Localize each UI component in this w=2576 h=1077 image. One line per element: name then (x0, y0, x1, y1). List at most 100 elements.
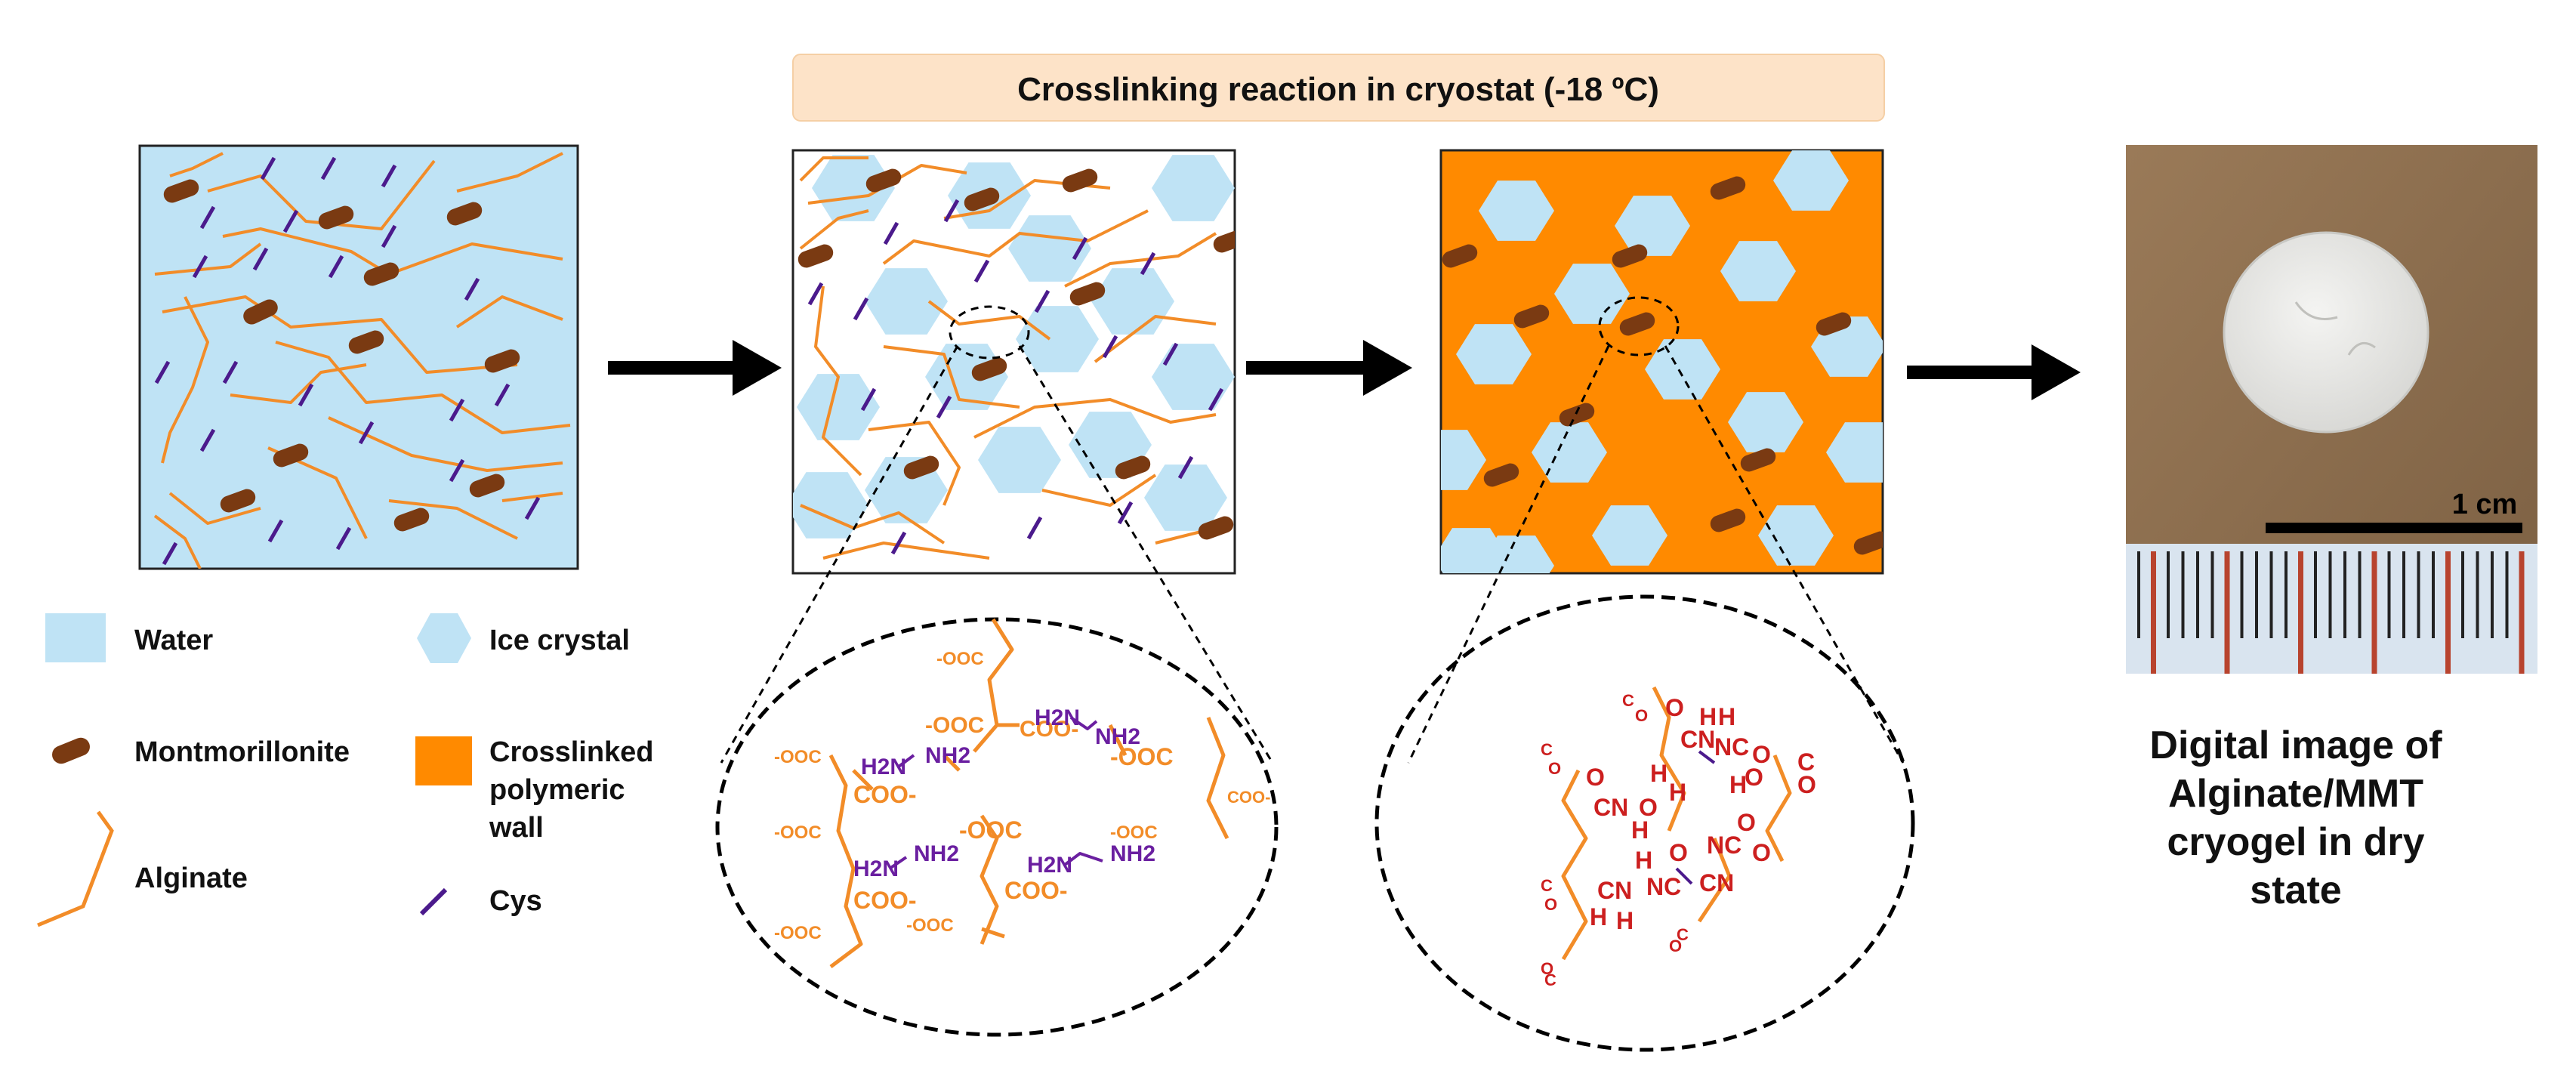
ice-crystal (1152, 155, 1235, 221)
cys-molecule (1034, 289, 1050, 313)
cys-molecule (860, 387, 877, 412)
montmorillonite-particle (1513, 304, 1550, 329)
cys-molecule (282, 209, 299, 233)
legend-wall-label-3: wall (489, 812, 544, 844)
ice-crystal (793, 472, 868, 538)
cys-molecule (464, 277, 480, 301)
montmorillonite-particle (243, 299, 278, 325)
montmorillonite-particle (348, 330, 384, 354)
cys-molecule (1208, 387, 1224, 412)
amine-label: NH2 (925, 743, 970, 768)
cys-molecule (1177, 455, 1194, 480)
cys-molecule (154, 360, 171, 384)
alginate-chain (1697, 838, 1732, 923)
ice-crystal (1826, 422, 1883, 483)
carboxylate-label: -OOC (959, 816, 1023, 844)
carboxylate-label: -OOC (774, 923, 822, 943)
cys-molecule (260, 156, 276, 181)
montmorillonite-particle (273, 443, 309, 468)
montmorillonite-particle (971, 357, 1007, 381)
crosslink-label: H (1650, 760, 1667, 787)
arrow-right-icon (1907, 344, 2081, 400)
amine-label: H2N (861, 755, 906, 779)
crosslink-label: C (1797, 748, 1815, 776)
ice-crystal (1720, 241, 1796, 301)
ice-crystal (1479, 181, 1554, 241)
cys-molecule (1140, 252, 1156, 276)
montmorillonite-particle (446, 202, 483, 226)
alginate-chain (168, 492, 261, 525)
alginate-chain (162, 295, 518, 374)
carboxylate-label: -OOC (774, 747, 822, 767)
montmorillonite-icon (52, 737, 90, 764)
cys-molecule (1117, 501, 1134, 525)
cys-molecule (199, 428, 216, 452)
montmorillonite-particle (1198, 516, 1234, 540)
alginate-chain (1561, 769, 1588, 961)
cys-molecule (883, 221, 899, 245)
crosslink-label: H (1635, 847, 1652, 874)
legend-wall-swatch (415, 736, 472, 785)
cys-molecule (1162, 342, 1179, 366)
carboxylate-label: COO- (853, 781, 917, 808)
crosslink-label: O (1745, 764, 1763, 791)
ice-crystal (978, 427, 1061, 493)
alginate-chain (1675, 867, 1693, 885)
alginate-chain (822, 542, 990, 560)
carboxylate-label: -OOC (774, 822, 822, 843)
ice-crystal (1016, 306, 1099, 372)
montmorillonite-particle (1816, 312, 1852, 336)
montmorillonite-particle (469, 474, 505, 498)
crosslink-label: CN (1593, 794, 1628, 821)
crosslink-label: O (1737, 809, 1756, 836)
ruler-ticks (2137, 551, 2525, 674)
alginate-chain (942, 754, 961, 772)
crosslink-label: H (1616, 907, 1634, 934)
montmorillonite-particle (1710, 508, 1746, 532)
alginate-chain (800, 504, 946, 545)
alginate-chain (888, 856, 908, 870)
caption-line-4: state (2250, 869, 2342, 912)
cys-molecule (192, 255, 208, 279)
cys-molecule (199, 205, 216, 230)
montmorillonite-particle (1069, 282, 1106, 306)
legend-water-swatch (45, 613, 106, 662)
alginate-chain (927, 300, 1051, 341)
alginate-chain (1041, 474, 1157, 507)
alginate-chain (814, 285, 862, 477)
ice-crystal-icon (417, 613, 471, 663)
alginate-chain (1063, 852, 1103, 866)
cys-molecule (381, 224, 397, 248)
cys-molecule (267, 519, 284, 543)
montmorillonite-particle (1213, 229, 1235, 253)
crosslink-label: O (1797, 771, 1816, 798)
cys-molecule (973, 259, 990, 283)
alginate-chain (1698, 750, 1716, 764)
alginate-chain (501, 492, 563, 502)
cys-molecule (943, 199, 960, 223)
ice-crystal (1554, 264, 1630, 324)
caption-line-3: cryogel in dry (2167, 820, 2425, 864)
alginate-chain (979, 814, 999, 945)
montmorillonite-particle (903, 455, 939, 480)
legend-cys-label: Cys (489, 885, 542, 917)
ice-crystal (1441, 430, 1486, 490)
ice-crystal (1773, 150, 1849, 211)
photo-caption: Digital image of Alginate/MMT cryogel in… (2099, 721, 2492, 915)
montmorillonite-particle (363, 262, 400, 286)
montmorillonite-particle (964, 187, 1000, 211)
carboxylate-label: -OOC (906, 915, 954, 936)
alginate-chain (222, 227, 563, 276)
alginate-chain (799, 209, 869, 250)
alginate-chain (799, 156, 868, 182)
crosslink-label: C (1677, 925, 1689, 944)
carboxylate-label: -OOC (1110, 822, 1158, 843)
montmorillonite-particle (1115, 455, 1151, 480)
montmorillonite-particle (1612, 244, 1648, 268)
alginate-chain (207, 159, 436, 230)
crosslink-label: H (1669, 779, 1686, 806)
